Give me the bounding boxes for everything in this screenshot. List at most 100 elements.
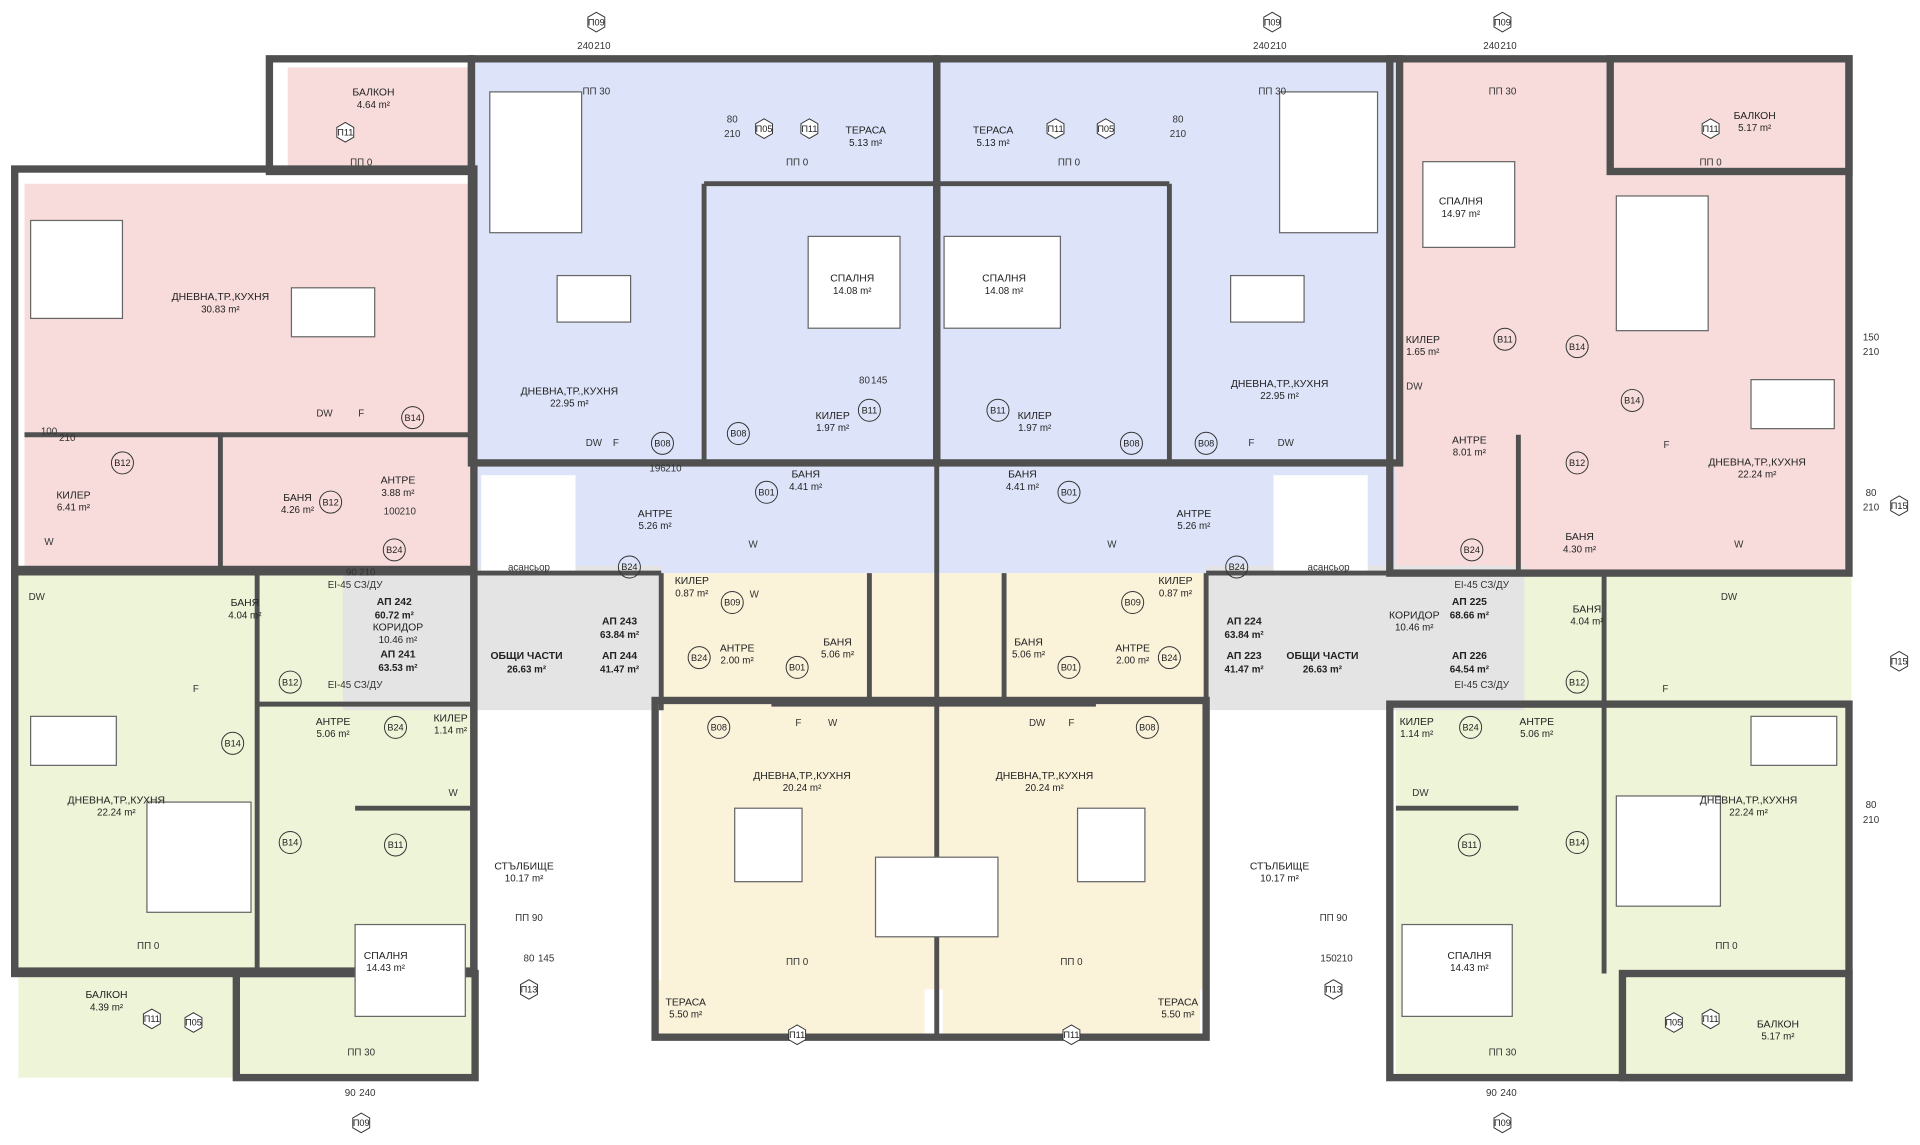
door-tag: B08 [1194,431,1218,455]
annotation-label: ПП 30 [1489,86,1517,97]
circle-icon [1121,590,1145,615]
hexagon-icon [336,121,355,143]
circle-icon [1620,388,1644,412]
tag-text: B14 [282,838,298,848]
circle-icon [650,431,674,455]
window-tag: П11 [336,121,355,143]
dimension-label: 90 [346,568,357,579]
tag-text: B12 [1569,458,1585,468]
circle-icon [1194,431,1218,455]
annotation-label: F [1664,440,1670,451]
door-tag: B12 [1565,670,1589,694]
window-tag: П09 [1263,11,1282,33]
door-tag: B24 [687,646,711,670]
dimension-label: 210 [1500,41,1517,52]
circle-icon [1157,646,1181,670]
dimension-label: 210 [594,41,611,52]
dimension-label: 80 [524,953,535,964]
apartment-name: АП 223 [1227,651,1262,662]
circle-icon [1135,715,1159,739]
room-area: 5.50 m² [1161,1010,1195,1021]
room-area: 2.00 m² [1116,656,1150,667]
room-name: СТЪЛБИЩЕ [1250,861,1310,872]
room-name: ТЕРАСА [846,126,886,137]
window-tag: П11 [788,1024,807,1046]
tag-text: B11 [388,840,404,850]
door-tag: B01 [1057,655,1081,679]
floor-area [1209,710,1394,937]
room-area: 4.41 m² [1006,482,1040,493]
circle-icon [986,398,1010,422]
circle-icon [110,451,134,475]
window-tag: П11 [1701,118,1720,139]
window-tag: П13 [520,979,538,1000]
tag-text: B12 [1569,677,1585,687]
tag-text: B11 [990,405,1006,415]
room-name: ДНЕВНА,ТР.,КУХНЯ [68,795,166,806]
tag-text: B08 [1198,439,1214,449]
circle-icon [1565,830,1589,855]
door-tag: B24 [1225,555,1249,579]
hexagon-icon [1263,11,1282,33]
annotation-label: ПП 0 [1058,157,1081,168]
annotation-label: W [1734,539,1744,550]
circle-icon [278,830,302,855]
wall [1606,55,1853,176]
furniture-item [146,801,252,913]
window-tag: П13 [1324,979,1343,1000]
room-area: 14.43 m² [1450,963,1489,974]
room-area: 0.87 m² [675,588,709,599]
furniture-item [1615,195,1709,332]
room-area: 5.13 m² [976,138,1010,149]
room-name: СПАЛНЯ [364,951,408,962]
room-area: 1.97 m² [1018,423,1052,434]
window-tag: П11 [142,1008,161,1030]
apartment-area: 63.84 m² [1225,630,1265,641]
dimension-label: 80 [1173,115,1184,126]
hexagon-icon [1046,118,1065,139]
hexagon-icon [1324,979,1343,1000]
annotation-label: EI-45 СЗ/ДУ [328,580,383,591]
apartment-name: АП 225 [1452,597,1487,608]
dimension-label: 150 [1320,953,1337,964]
annotation-label: F [193,684,199,695]
room-name: АНТРЕ [1115,643,1150,654]
annotation-label: F [1248,438,1254,449]
hexagon-icon [788,1024,807,1046]
tag-text: П05 [1097,124,1114,134]
door-tag: B11 [384,833,408,857]
tag-text: B01 [1061,663,1077,673]
annotation-label: W [828,718,838,729]
annotation-label: DW [1412,788,1429,799]
room-area: 22.95 m² [1260,391,1299,402]
hexagon-icon [1096,118,1115,139]
circle-icon [707,715,731,739]
furniture-item [734,807,803,883]
circle-icon [1459,715,1483,739]
walls [11,55,1853,1082]
dimension-label: 210 [1170,129,1187,140]
tag-text: B12 [322,497,338,507]
circle-icon [687,646,711,670]
room-name: КОРИДОР [1389,610,1440,621]
dimension-label: 100 [384,506,401,517]
door-tag: B14 [278,830,302,855]
room-area: 20.24 m² [783,783,822,794]
room-name: КИЛЕР [1406,335,1440,346]
room-area: 4.64 m² [357,100,391,111]
